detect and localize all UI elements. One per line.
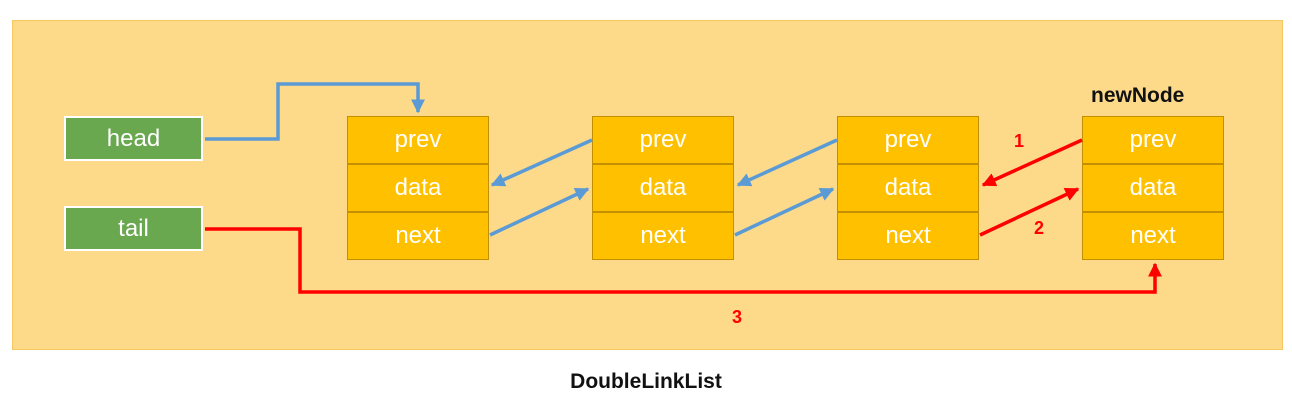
node-2-next-arrow [734,187,835,237]
node-3-prev-arrow [736,138,838,187]
tail-label: tail [118,214,149,242]
node-3: prev data next [837,116,979,260]
new-node-data-field: data [1082,164,1224,212]
new-node-prev-field: prev [1082,116,1224,164]
head-label: head [106,124,161,152]
tail-pointer-box: tail [64,206,203,251]
new-node-title: newNode [1091,84,1185,107]
node-1-prev-field: prev [347,116,489,164]
new-node-next-field: next [1082,212,1224,260]
node-3-prev-field: prev [837,116,979,164]
node-3-next-field: next [837,212,979,260]
diagram-caption: DoubleLinkList [570,370,722,393]
head-pointer-box: head [64,116,203,161]
node-1-next-field: next [347,212,489,260]
new-node: prev data next [1082,116,1224,260]
node-2-prev-arrow [490,138,593,187]
node-1: prev data next [347,116,489,260]
head-to-first-node-arrow [205,82,425,141]
step-1-label: 1 [1014,131,1025,151]
node-3-data-field: data [837,164,979,212]
node-2: prev data next [592,116,734,260]
node-2-next-field: next [592,212,734,260]
step-2-node-3-next-arrow [979,187,1080,237]
node-2-prev-field: prev [592,116,734,164]
step-2-label: 2 [1034,218,1045,238]
step-3-label: 3 [732,307,743,327]
node-1-next-arrow [489,187,590,237]
node-1-data-field: data [347,164,489,212]
step-1-new-node-prev-arrow [981,138,1083,187]
step-3-tail-to-new-node-arrow [205,227,1162,294]
node-2-data-field: data [592,164,734,212]
